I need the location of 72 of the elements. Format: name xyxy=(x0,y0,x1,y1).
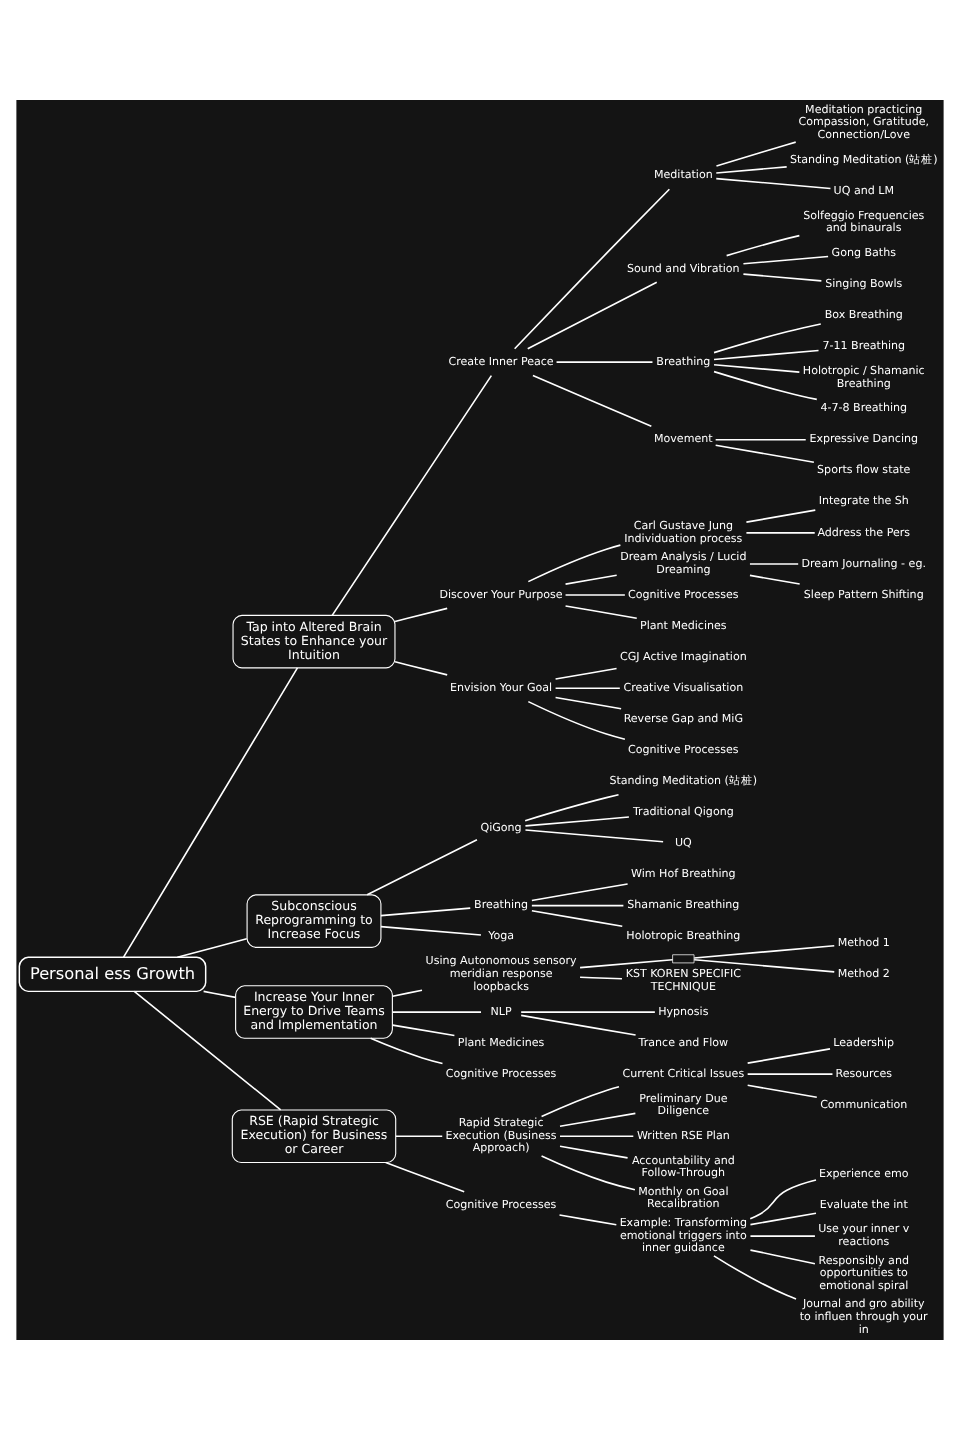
connector xyxy=(715,165,788,173)
connector xyxy=(713,322,822,353)
connector xyxy=(749,562,799,564)
connector xyxy=(394,606,448,622)
connector xyxy=(554,686,621,689)
connector xyxy=(524,815,630,826)
connector xyxy=(749,1178,817,1219)
connector xyxy=(520,1013,637,1035)
connector xyxy=(391,1023,456,1036)
connector xyxy=(391,988,423,997)
connector xyxy=(714,443,815,463)
connector xyxy=(554,695,622,709)
connector xyxy=(122,666,299,957)
connector xyxy=(725,233,801,256)
connector xyxy=(176,937,248,958)
connector xyxy=(564,604,638,619)
connector xyxy=(749,1234,816,1236)
connector xyxy=(555,360,654,362)
connector xyxy=(745,531,816,533)
connector xyxy=(391,1010,482,1012)
connector xyxy=(746,1047,831,1063)
connector xyxy=(366,837,478,895)
connector xyxy=(579,975,623,979)
connector xyxy=(331,373,493,616)
connector xyxy=(531,882,629,901)
connector xyxy=(532,373,653,427)
connector xyxy=(527,543,622,582)
connector xyxy=(714,437,807,440)
connector xyxy=(559,1144,629,1158)
connector xyxy=(133,989,282,1110)
connector xyxy=(369,1036,444,1064)
connector xyxy=(749,573,801,584)
connector xyxy=(395,1134,444,1137)
node-box xyxy=(672,953,695,963)
connector xyxy=(558,1213,618,1225)
connector xyxy=(713,362,801,372)
connector xyxy=(713,369,818,400)
connector xyxy=(559,1134,635,1137)
connector xyxy=(524,792,620,821)
connector xyxy=(540,1084,620,1117)
connector xyxy=(513,187,671,349)
connector xyxy=(746,1072,834,1074)
connector xyxy=(579,957,674,968)
connector xyxy=(527,699,626,740)
connector xyxy=(380,924,482,935)
connector xyxy=(564,573,618,584)
connector xyxy=(531,903,625,906)
connector xyxy=(742,272,823,281)
connector xyxy=(524,828,664,842)
connector xyxy=(520,1010,656,1012)
connector xyxy=(746,1083,818,1098)
connector xyxy=(559,1111,637,1127)
connector xyxy=(554,666,618,679)
connector xyxy=(749,1211,817,1225)
connector xyxy=(394,659,448,675)
connector xyxy=(693,957,836,972)
connector xyxy=(202,989,237,998)
connector xyxy=(384,1160,466,1192)
connector xyxy=(713,1254,797,1299)
connector xyxy=(715,176,832,189)
connector xyxy=(540,1154,636,1190)
connector xyxy=(526,280,658,349)
node-box: Personal ess Growth xyxy=(18,955,207,992)
connector xyxy=(693,944,836,958)
connector xyxy=(564,593,626,595)
connector xyxy=(713,348,820,360)
connector xyxy=(380,906,472,916)
connector xyxy=(742,254,829,264)
connector xyxy=(715,140,797,166)
connector xyxy=(531,908,624,927)
connector xyxy=(745,508,817,522)
connector xyxy=(749,1248,816,1264)
